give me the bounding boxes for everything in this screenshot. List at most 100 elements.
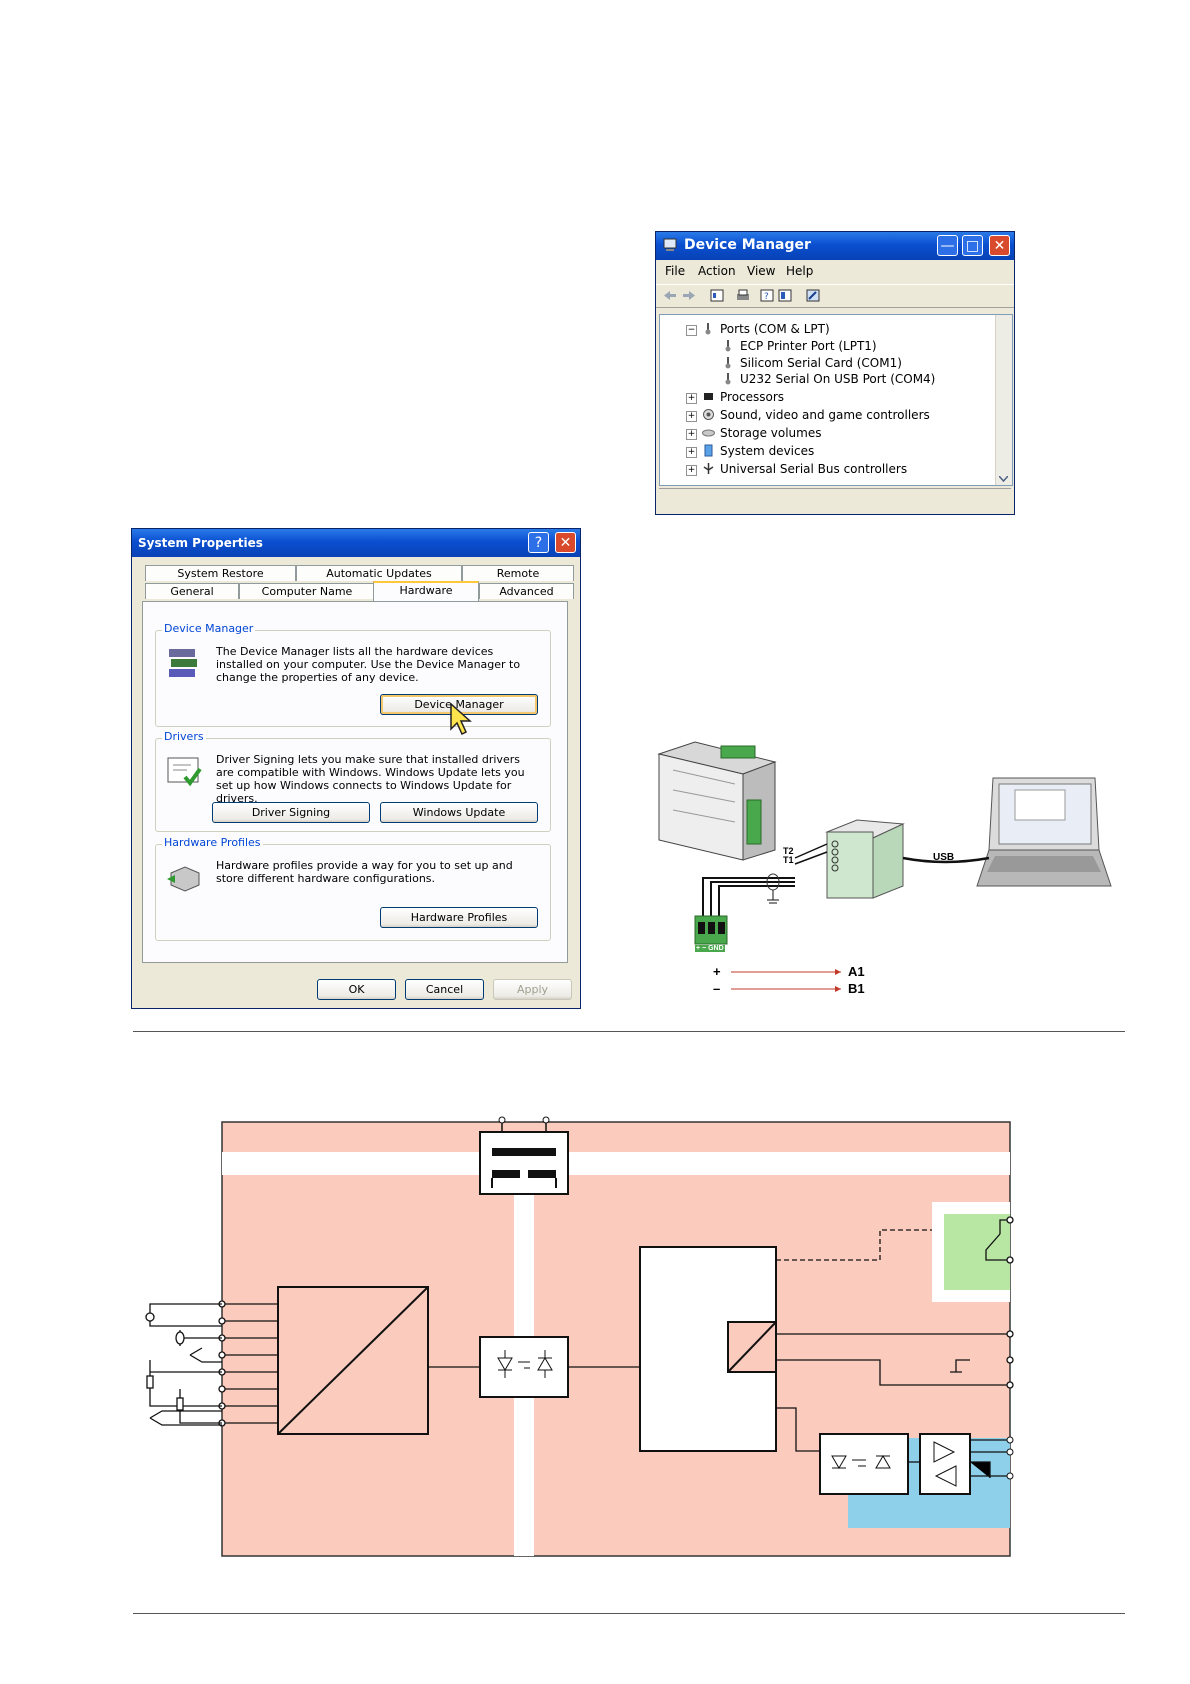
device-manager-group: Device Manager The Device Manager lists … <box>155 622 551 735</box>
tab-hardware[interactable]: Hardware <box>373 581 479 601</box>
menu-view[interactable]: View <box>747 264 776 278</box>
tab-remote[interactable]: Remote <box>462 565 574 581</box>
ok-button[interactable]: OK <box>317 979 396 1000</box>
tree-item-usb[interactable]: Universal Serial Bus controllers <box>720 462 908 476</box>
optocoupler-block-1 <box>479 1336 569 1398</box>
tab-system-restore[interactable]: System Restore <box>145 565 296 581</box>
driver-signing-icon <box>167 757 202 787</box>
vertical-scrollbar[interactable] <box>995 315 1012 485</box>
menu-action[interactable]: Action <box>698 264 736 278</box>
port-icon <box>725 373 731 385</box>
rs485-transceiver-block <box>919 1433 1014 1495</box>
close-button[interactable]: ✕ <box>555 532 576 553</box>
t2-label: T2 <box>783 846 794 856</box>
isolation-barrier-horizontal <box>222 1152 1010 1175</box>
port-icon <box>705 323 711 335</box>
tree-item-sound[interactable]: Sound, video and game controllers <box>720 408 930 422</box>
forward-arrow-icon[interactable] <box>682 289 696 302</box>
print-icon[interactable] <box>736 289 750 302</box>
hardware-panel: Device Manager The Device Manager lists … <box>142 601 568 963</box>
a1-label: A1 <box>848 964 865 979</box>
microcontroller-block <box>639 1246 777 1452</box>
cancel-button[interactable]: Cancel <box>405 979 484 1000</box>
storage-icon <box>702 429 715 437</box>
group-description: Hardware profiles provide a way for you … <box>216 859 513 885</box>
tab-strip: System Restore Automatic Updates Remote … <box>141 565 574 601</box>
device-manager-icon <box>169 649 197 677</box>
group-description: The Device Manager lists all the hardwar… <box>216 645 521 684</box>
port-icon <box>725 340 731 352</box>
port-icon <box>725 357 731 369</box>
tab-computer-name[interactable]: Computer Name <box>239 583 375 599</box>
separator-line <box>133 1031 1125 1032</box>
expand-icon[interactable]: + <box>686 465 697 476</box>
expand-icon[interactable]: + <box>686 411 697 422</box>
window-title: Device Manager <box>684 237 811 253</box>
tab-advanced[interactable]: Advanced <box>479 583 574 599</box>
status-bar <box>659 488 1011 511</box>
power-supply-block <box>479 1116 569 1195</box>
tree-item-processors[interactable]: Processors <box>720 390 785 404</box>
device-manager-button[interactable]: Device Manager <box>380 694 538 715</box>
laptop <box>976 777 1112 887</box>
hardware-profiles-button[interactable]: Hardware Profiles <box>380 907 538 928</box>
cursor-icon <box>450 703 472 735</box>
expand-icon[interactable]: + <box>686 429 697 440</box>
input-terminals <box>145 1300 278 1427</box>
window-title: System Properties <box>138 536 263 550</box>
maximize-button[interactable]: □ <box>962 235 983 256</box>
b1-label: B1 <box>848 981 865 996</box>
expand-icon[interactable]: + <box>686 447 697 458</box>
system-devices-icon <box>704 444 713 457</box>
block-diagram-drawing <box>145 1116 1014 1557</box>
din-rail-module <box>657 741 777 861</box>
help-icon[interactable]: ? <box>760 289 774 302</box>
help-button[interactable]: ? <box>528 532 549 553</box>
tree-item-lpt1[interactable]: ECP Printer Port (LPT1) <box>740 339 877 353</box>
tree-item-storage[interactable]: Storage volumes <box>720 426 822 440</box>
tree-item-system[interactable]: System devices <box>720 444 815 458</box>
svg-text:?: ? <box>764 292 769 302</box>
view-icon[interactable] <box>778 289 792 302</box>
tree-item-com1[interactable]: Silicom Serial Card (COM1) <box>740 356 902 370</box>
toolbar: ? <box>656 284 1014 308</box>
group-label: Hardware Profiles <box>162 836 263 849</box>
analog-output <box>776 1330 1014 1389</box>
hardware-profiles-icon <box>167 866 200 892</box>
relay-contact <box>985 1216 1014 1264</box>
device-tree[interactable]: − Ports (COM & LPT) ECP Printer Port (LP… <box>659 314 1013 486</box>
drivers-group: Drivers Driver Signing lets you make sur… <box>155 730 551 832</box>
windows-update-button[interactable]: Windows Update <box>380 802 538 823</box>
scroll-down-icon[interactable] <box>999 476 1008 482</box>
properties-icon[interactable] <box>710 289 724 302</box>
tab-automatic-updates[interactable]: Automatic Updates <box>296 565 462 581</box>
menu-help[interactable]: Help <box>786 264 814 278</box>
t1-label: T1 <box>783 855 794 865</box>
group-label: Device Manager <box>162 622 256 635</box>
usb-icon <box>703 463 714 474</box>
menu-bar: File Action View Help <box>656 262 1014 282</box>
usb-label: USB <box>933 852 955 863</box>
system-properties-window: System Properties ? ✕ System Restore Aut… <box>131 528 581 1009</box>
plus-label: + <box>713 964 721 979</box>
title-bar[interactable]: Device Manager — □ ✕ <box>656 232 1014 260</box>
processor-icon <box>704 393 713 400</box>
terminal-block <box>694 915 728 945</box>
block-diagram <box>120 1112 1040 1562</box>
driver-signing-button[interactable]: Driver Signing <box>212 802 370 823</box>
usb-converter <box>825 819 905 899</box>
menu-file[interactable]: File <box>665 264 686 278</box>
scan-hardware-icon[interactable] <box>806 289 820 302</box>
back-arrow-icon[interactable] <box>663 289 677 302</box>
expand-icon[interactable]: + <box>686 393 697 404</box>
optocoupler-block-2 <box>819 1433 909 1495</box>
close-button[interactable]: ✕ <box>989 235 1010 256</box>
hardware-profiles-group: Hardware Profiles Hardware profiles prov… <box>155 836 551 941</box>
tree-item-ports[interactable]: Ports (COM & LPT) <box>720 322 830 336</box>
title-bar[interactable]: System Properties ? ✕ <box>132 529 580 557</box>
computer-icon <box>663 238 677 251</box>
tree-item-com4[interactable]: U232 Serial On USB Port (COM4) <box>740 372 936 386</box>
collapse-icon[interactable]: − <box>686 325 697 336</box>
minimize-button[interactable]: — <box>937 235 958 256</box>
tab-general[interactable]: General <box>145 583 239 599</box>
